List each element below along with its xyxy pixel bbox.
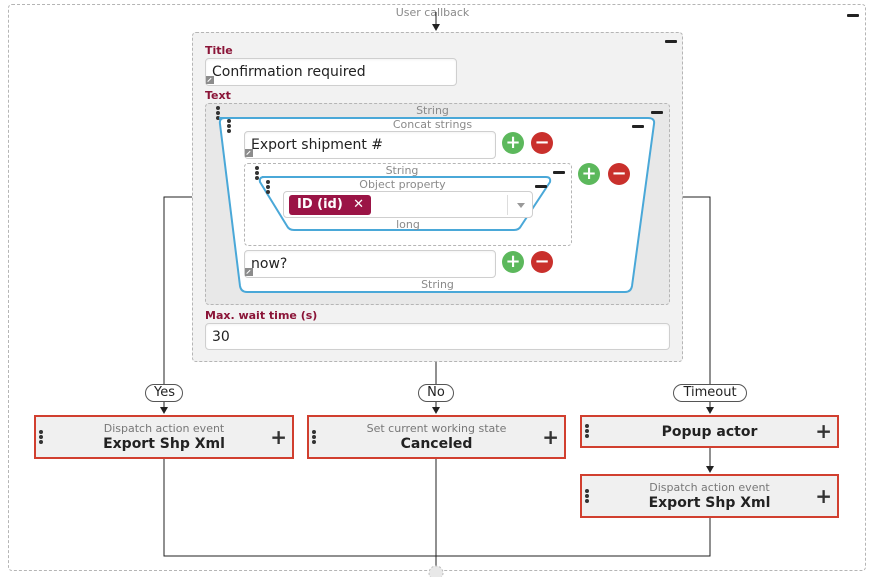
collapse-minus-icon[interactable] [847,14,859,17]
node-popup-actor[interactable]: Popup actor + [580,415,839,448]
string-outer-caption: String [416,104,449,117]
node-dispatch-timeout[interactable]: Dispatch action event Export Shp Xml + [580,474,839,518]
dropdown-chevron-down-icon[interactable] [517,203,525,208]
node-plus-icon[interactable]: + [815,419,832,443]
last-add-plus-circle-icon[interactable]: + [502,251,524,273]
concat-last-input[interactable]: now? [244,250,496,278]
node-title: Export Shp Xml [648,495,771,511]
branch-label-yes: Yes [145,384,183,402]
remove-minus-circle-icon[interactable]: − [531,132,553,154]
node-plus-icon[interactable]: + [542,425,559,449]
object-property-select[interactable]: ID (id) ✕ [283,191,533,218]
node-drag-handle-icon[interactable] [585,424,589,439]
node-plus-icon[interactable]: + [270,425,287,449]
inner-string-caption: String [385,164,419,177]
text-field-label: Text [205,89,231,102]
wait-time-input[interactable]: 30 [205,323,670,350]
node-subtitle: Dispatch action event [649,481,770,494]
concat-first-resize-icon[interactable] [245,149,253,157]
object-property-minus-icon[interactable] [535,185,547,188]
object-property-drag-handle-icon[interactable] [266,180,270,195]
string-outer-minus-icon[interactable] [651,111,663,114]
concat-type-label: String [421,278,454,291]
title-input[interactable]: Confirmation required [205,58,457,86]
inner-string-drag-handle-icon[interactable] [255,166,259,181]
concat-drag-handle-icon[interactable] [227,119,231,134]
last-remove-minus-circle-icon[interactable]: − [531,251,553,273]
node-subtitle: Set current working state [366,422,507,435]
branch-label-no: No [418,384,454,402]
node-drag-handle-icon[interactable] [39,430,43,445]
inner-remove-minus-circle-icon[interactable]: − [608,163,630,185]
id-tag-label: ID (id) [297,197,343,212]
node-subtitle: Dispatch action event [103,422,225,435]
branch-label-timeout: Timeout [673,384,747,402]
config-collapse-minus-icon[interactable] [665,40,677,43]
concat-minus-icon[interactable] [632,125,644,128]
node-drag-handle-icon[interactable] [312,430,316,445]
user-callback-title: User callback [360,6,505,19]
concat-last-resize-icon[interactable] [245,268,253,276]
concat-strings-caption: Concat strings [392,118,473,131]
node-title: Export Shp Xml [103,436,225,452]
node-set-state-no[interactable]: Set current working state Canceled + [307,415,566,459]
title-field-label: Title [205,44,233,57]
node-plus-icon[interactable]: + [815,484,832,508]
object-property-type-label: long [396,218,420,231]
title-resize-icon[interactable] [206,76,214,84]
string-outer-drag-handle-icon[interactable] [216,106,220,121]
id-tag[interactable]: ID (id) ✕ [289,195,371,215]
inner-string-panel [244,163,572,246]
node-title: Popup actor [661,424,758,440]
node-drag-handle-icon[interactable] [585,489,589,504]
add-plus-circle-icon[interactable]: + [502,132,524,154]
tag-x-icon[interactable]: ✕ [353,197,364,212]
inner-add-plus-circle-icon[interactable]: + [578,163,600,185]
node-dispatch-yes[interactable]: Dispatch action event Export Shp Xml + [34,415,294,459]
select-divider [507,195,508,215]
object-property-caption: Object property [359,178,446,191]
concat-first-input[interactable]: Export shipment # [244,131,496,159]
wait-time-label: Max. wait time (s) [205,309,318,322]
inner-string-minus-icon[interactable] [553,171,565,174]
node-title: Canceled [400,436,473,452]
